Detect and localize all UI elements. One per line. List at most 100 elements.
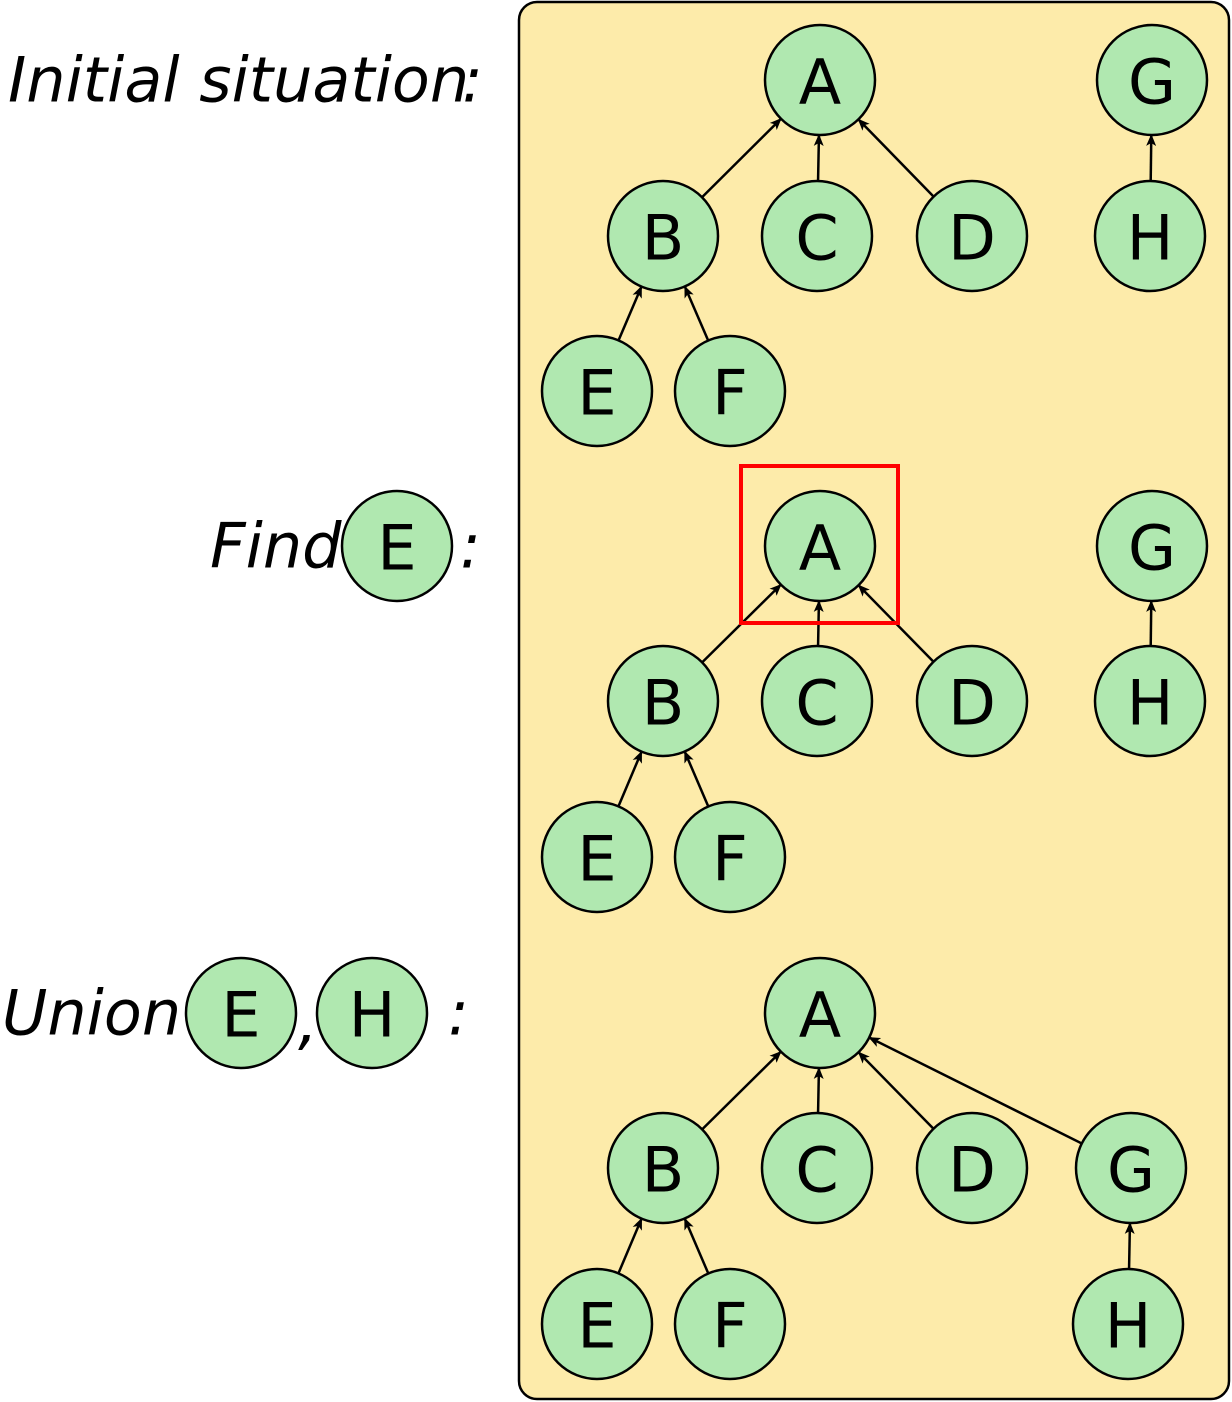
edge-initial-b-to-a bbox=[701, 117, 782, 199]
edge-union-g-to-a bbox=[868, 1036, 1083, 1145]
node-initial-e-circle bbox=[540, 334, 654, 448]
node-union-b-label: B bbox=[642, 1134, 685, 1207]
step-label-initial: Initial situation: bbox=[8, 44, 483, 117]
node-find-h-circle bbox=[1093, 644, 1207, 758]
node-find-g: G bbox=[1095, 489, 1209, 603]
node-initial-f: F bbox=[673, 334, 787, 448]
node-find-d-circle bbox=[915, 644, 1029, 758]
node-union-f-label: F bbox=[712, 1290, 748, 1363]
edge-initial-f-to-b bbox=[683, 285, 710, 342]
node-find-f-circle bbox=[673, 800, 787, 914]
edge-find-h-to-g bbox=[1146, 599, 1157, 647]
node-union-g: G bbox=[1074, 1111, 1188, 1225]
edge-find-f-to-b bbox=[683, 750, 710, 807]
node-find-f: F bbox=[673, 800, 787, 914]
edge-union-f-to-b bbox=[683, 1217, 710, 1274]
step-label-initial-text: Initial situation bbox=[8, 44, 469, 117]
node-initial-h: H bbox=[1093, 179, 1207, 293]
node-union-a: A bbox=[763, 956, 877, 1070]
node-initial-d-circle bbox=[915, 179, 1029, 293]
step-label-union-node-e-label: E bbox=[221, 979, 260, 1052]
node-find-e: E bbox=[540, 800, 654, 914]
node-initial-h-label: H bbox=[1127, 202, 1174, 275]
step-label-union-text: Union bbox=[2, 977, 181, 1050]
step-label-union-node-e: E bbox=[184, 956, 298, 1070]
node-find-b-label: B bbox=[642, 667, 685, 740]
node-union-f: F bbox=[673, 1267, 787, 1381]
step-label-union-node-h-label: H bbox=[349, 979, 396, 1052]
node-union-b: B bbox=[606, 1111, 720, 1225]
node-find-a-label: A bbox=[799, 512, 841, 585]
edge-initial-h-to-g bbox=[1146, 133, 1157, 182]
node-union-h-label: H bbox=[1105, 1290, 1152, 1363]
node-initial-b-circle bbox=[606, 179, 720, 293]
node-find-g-label: G bbox=[1128, 512, 1176, 585]
node-initial-f-circle bbox=[673, 334, 787, 448]
node-initial-d-label: D bbox=[948, 202, 996, 275]
node-find-c-circle bbox=[760, 644, 874, 758]
node-find-a-circle bbox=[763, 489, 877, 603]
node-union-a-circle bbox=[763, 956, 877, 1070]
step-label-find-node-e-circle bbox=[340, 489, 454, 603]
node-find-d: D bbox=[915, 644, 1029, 758]
node-initial-g: G bbox=[1095, 23, 1209, 137]
node-find-c: C bbox=[760, 644, 874, 758]
step-label-union-node-h: H bbox=[315, 956, 429, 1070]
edge-initial-d-to-a bbox=[857, 118, 935, 198]
edge-union-b-to-a bbox=[701, 1050, 782, 1131]
edges-layer bbox=[617, 117, 1157, 1274]
node-find-e-circle bbox=[540, 800, 654, 914]
edge-union-e-to-b bbox=[617, 1217, 643, 1274]
node-union-c-circle bbox=[760, 1111, 874, 1225]
highlight-layer bbox=[739, 464, 900, 625]
node-initial-c-circle bbox=[760, 179, 874, 293]
node-initial-c-label: C bbox=[795, 202, 838, 275]
node-union-h: H bbox=[1071, 1267, 1185, 1381]
node-union-f-circle bbox=[673, 1267, 787, 1381]
node-union-g-circle bbox=[1074, 1111, 1188, 1225]
node-find-g-circle bbox=[1095, 489, 1209, 603]
node-union-a-label: A bbox=[799, 979, 841, 1052]
step-label-find-node-e-label: E bbox=[377, 512, 416, 585]
edge-union-h-to-g bbox=[1124, 1221, 1135, 1270]
step-label-find-node-e: E bbox=[340, 489, 454, 603]
node-find-h-label: H bbox=[1127, 667, 1174, 740]
node-find-c-label: C bbox=[795, 667, 838, 740]
edge-find-e-to-b bbox=[617, 750, 643, 807]
node-union-d-label: D bbox=[948, 1134, 996, 1207]
node-initial-b: B bbox=[606, 179, 720, 293]
step-label-initial-colon: : bbox=[462, 44, 483, 117]
edge-union-c-to-a bbox=[813, 1066, 824, 1114]
step-label-union-node-e-circle bbox=[184, 956, 298, 1070]
node-initial-h-circle bbox=[1093, 179, 1207, 293]
node-initial-g-circle bbox=[1095, 23, 1209, 137]
node-initial-g-label: G bbox=[1128, 46, 1176, 119]
node-initial-c: C bbox=[760, 179, 874, 293]
node-union-h-circle bbox=[1071, 1267, 1185, 1381]
node-union-c: C bbox=[760, 1111, 874, 1225]
node-find-a: A bbox=[763, 489, 877, 603]
node-find-b-circle bbox=[606, 644, 720, 758]
node-initial-e-label: E bbox=[577, 357, 616, 430]
node-union-g-label: G bbox=[1107, 1134, 1155, 1207]
step-label-union-node-h-circle bbox=[315, 956, 429, 1070]
edge-initial-e-to-b bbox=[617, 285, 643, 341]
node-initial-f-label: F bbox=[712, 357, 748, 430]
node-union-e-circle bbox=[540, 1267, 654, 1381]
node-union-c-label: C bbox=[795, 1134, 838, 1207]
node-initial-a: A bbox=[763, 23, 877, 137]
node-initial-a-label: A bbox=[799, 46, 841, 119]
node-union-d: D bbox=[915, 1111, 1029, 1225]
edge-union-d-to-a bbox=[857, 1051, 935, 1130]
node-union-d-circle bbox=[915, 1111, 1029, 1225]
node-find-d-label: D bbox=[948, 667, 996, 740]
edge-initial-c-to-a bbox=[813, 133, 824, 182]
step-label-find-colon: : bbox=[460, 510, 481, 583]
node-union-e-label: E bbox=[577, 1290, 616, 1363]
highlight-box-find-a bbox=[739, 464, 900, 625]
node-initial-d: D bbox=[915, 179, 1029, 293]
